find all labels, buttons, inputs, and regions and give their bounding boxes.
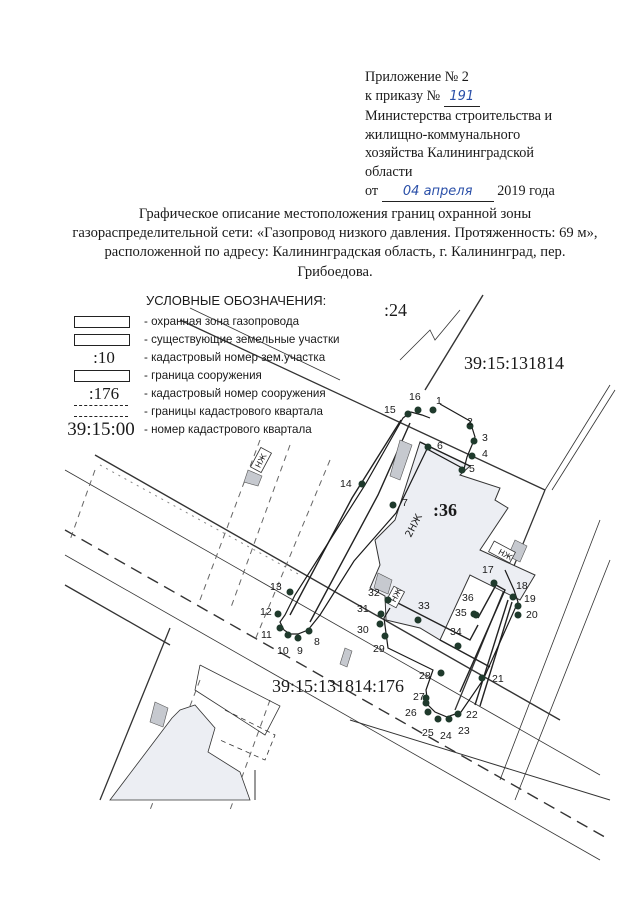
order-line: к приказу № 191 (365, 87, 555, 108)
appendix-line-3: Министерства строительства и (365, 108, 553, 125)
legend-box-symbol (74, 334, 130, 346)
legend-item: :10- кадастровый номер зем.участка (93, 348, 326, 367)
appendix-line-6: области (365, 163, 413, 180)
legend-item: 39:15:00- номер кадастрового квартала (67, 419, 312, 440)
quarter-label: 39:15:131814 (464, 353, 565, 373)
legend-item: :176- кадастровый номер сооружения (88, 384, 326, 403)
parcel-label-36: :36 (433, 500, 457, 520)
boundary-points (274, 406, 522, 723)
legend-item: - границы кадастрового квартала (64, 403, 364, 421)
order-number: 191 (449, 88, 475, 104)
appendix-header: Приложение № 2 к приказу № 191 Министерс… (365, 68, 555, 203)
legend-item: - граница сооружения (64, 367, 364, 385)
appendix-line-1: Приложение № 2 (365, 69, 469, 85)
legend-heading: УСЛОВНЫЕ ОБОЗНАЧЕНИЯ: (146, 293, 327, 308)
legend-box-symbol (74, 370, 130, 382)
appendix-line-5: хозяйства Калининградской (365, 145, 534, 162)
parcel-label-24: :24 (384, 300, 408, 320)
structure-label: 39:15:131814:176 (272, 676, 405, 696)
date-line: от 04 апреля 2019 года (365, 182, 555, 203)
document-title: Графическое описание местоположения гран… (72, 206, 598, 280)
legend-item: - существующие земельные участки (64, 331, 364, 349)
date-handwritten: 04 апреля (402, 183, 473, 199)
legend-box-symbol (74, 316, 130, 328)
legend-item: - охранная зона газопровода (64, 313, 364, 331)
appendix-line-4: жилищно-коммунального (365, 126, 521, 143)
legend-dashed-symbol (74, 405, 128, 417)
